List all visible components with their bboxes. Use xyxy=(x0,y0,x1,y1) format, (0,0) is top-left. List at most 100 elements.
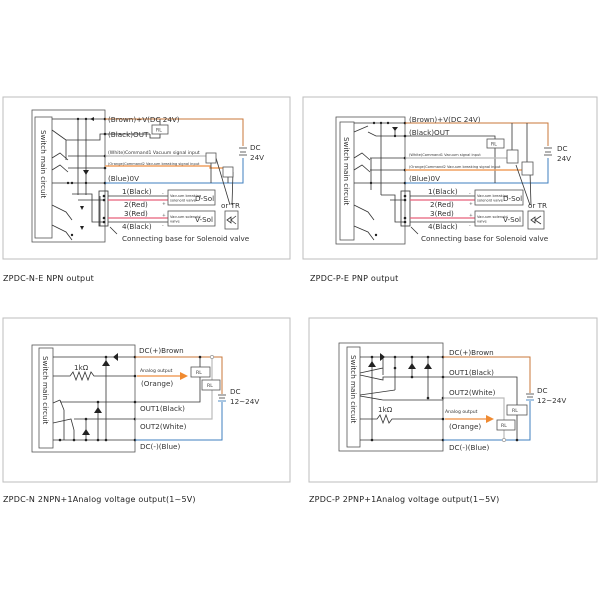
connecting-base-label: Connecting base for Solenoid valve xyxy=(122,234,250,243)
panel-caption: ZPDC-N 2NPN+1Analog voltage output(1~5V) xyxy=(3,495,196,504)
wire-label-brown: (Brown)+V(DC 24V) xyxy=(108,115,180,124)
circuit-label: Switch main circuit xyxy=(41,356,50,425)
internal-wiring xyxy=(353,121,411,241)
pin-4-label: 4(Black) xyxy=(428,222,458,231)
wire-label-white: (White)Command1 Vacuum signal input xyxy=(108,150,200,156)
supply-label: DC xyxy=(557,144,568,153)
panel-caption: ZPDC-P 2PNP+1Analog voltage output(1~5V) xyxy=(309,495,499,504)
wire-label-out1: OUT1(Black) xyxy=(140,404,185,413)
internal-wiring xyxy=(359,353,445,442)
wire-label-analog-color: (Orange) xyxy=(449,422,481,431)
panel-caption: ZPDC-P-E PNP output xyxy=(310,274,398,283)
v-sol-desc: valve xyxy=(477,220,487,224)
circuit-label: Switch main circuit xyxy=(39,130,48,199)
v-sol-name: V-Sol xyxy=(503,215,521,224)
arrow-icon xyxy=(486,415,494,423)
out1-wire xyxy=(135,357,201,403)
supply-label: DC xyxy=(230,387,241,396)
wire-label-black: (Black)OUT xyxy=(108,130,149,139)
polarity-minus: - xyxy=(162,192,164,197)
wire-label-analog: Analog output xyxy=(140,368,173,374)
brown-wire xyxy=(135,356,223,394)
resistor-label: 1kΩ xyxy=(74,363,89,372)
v-sol-desc: valve xyxy=(170,220,180,224)
brown-wire xyxy=(443,356,531,393)
panel-npn-output: Switch main circuit xyxy=(2,96,291,283)
brown-wire xyxy=(405,122,549,146)
d-sol-desc: solenoid valve xyxy=(477,199,504,203)
polarity-plus: + xyxy=(469,213,473,219)
d-sol-desc: Vacuum breaking xyxy=(170,194,201,198)
polarity-plus: + xyxy=(162,213,166,219)
resistor-label: 1kΩ xyxy=(378,405,393,414)
panel-pnp-output: Switch main circuit DC 24V RL xyxy=(302,96,598,283)
wire-label-blue: (Blue)0V xyxy=(108,174,139,183)
wire-label-black: (Black)OUT xyxy=(409,128,450,137)
relay-box xyxy=(506,404,528,416)
relay-box xyxy=(486,138,505,149)
pin-2-label: 2(Red) xyxy=(124,200,148,209)
supply-voltage: 12~24V xyxy=(537,396,566,405)
internal-wiring xyxy=(52,353,137,442)
blue-wire xyxy=(405,158,549,184)
panel-frame xyxy=(308,317,598,483)
pin-2-label: 2(Red) xyxy=(430,200,454,209)
command1-switch xyxy=(205,152,217,164)
blue-wire xyxy=(135,402,223,441)
relay-box xyxy=(201,379,221,391)
switch-main-circuit-bar xyxy=(38,347,54,449)
black-out-wire xyxy=(105,119,161,139)
battery-icon xyxy=(526,393,534,401)
relay-label: RL xyxy=(512,408,518,414)
switch-main-circuit-bar xyxy=(339,121,355,241)
v-sol-box xyxy=(167,210,216,227)
wire-label-blue: (Blue)0V xyxy=(409,174,440,183)
battery-icon xyxy=(544,147,552,156)
arrow-icon xyxy=(180,372,188,380)
relay-label: RL xyxy=(207,383,213,389)
polarity-minus: - xyxy=(162,224,164,229)
out1-wire xyxy=(443,376,518,440)
pin-3-label: 3(Red) xyxy=(124,209,148,218)
v-sol-desc: Vacuum solenoid xyxy=(170,215,201,219)
panel-frame xyxy=(302,96,598,260)
wire-label-out1: OUT1(Black) xyxy=(449,368,494,377)
panel-frame xyxy=(2,317,291,483)
relay-label: RL xyxy=(501,423,507,429)
wire-label-plus: DC(+)Brown xyxy=(139,346,184,355)
black-out-wire xyxy=(405,123,528,183)
or-tr-label: or TR xyxy=(528,201,547,210)
wire-label-plus: DC(+)Brown xyxy=(449,348,494,357)
d-sol-box xyxy=(474,189,524,206)
pin-3-label: 3(Red) xyxy=(430,209,454,218)
blue-wire xyxy=(105,158,244,184)
polarity-minus: - xyxy=(469,192,471,197)
relay-label: RL xyxy=(156,128,162,134)
blue-wire xyxy=(443,401,531,441)
v-sol-box xyxy=(474,210,524,227)
relay-label: RL xyxy=(491,142,497,148)
wire-label-white: (White)Command1 Vacuum signal input xyxy=(409,153,481,157)
polarity-plus: + xyxy=(469,201,473,207)
d-sol-desc: Vacuum breaking xyxy=(477,194,508,198)
wire-label-analog: Analog output xyxy=(445,409,478,415)
connecting-base xyxy=(98,190,109,227)
battery-icon xyxy=(239,147,247,156)
brown-wire xyxy=(105,118,244,146)
connecting-base xyxy=(400,190,411,227)
d-sol-name: D-Sol xyxy=(195,194,214,203)
wire-label-out2: OUT2(White) xyxy=(140,422,187,431)
panel-frame xyxy=(2,96,291,260)
v-sol-name: V-Sol xyxy=(195,215,213,224)
wire-label-minus: DC(-)(Blue) xyxy=(449,443,489,452)
pin-1-label: 1(Black) xyxy=(428,187,458,196)
relay-label: RL xyxy=(196,370,202,376)
orange-wire xyxy=(105,165,223,169)
d-sol-desc: solenoid valve xyxy=(170,199,197,203)
internal-wiring xyxy=(51,117,109,241)
wire-label-orange: (Orange)Command2 Vacuum breaking signal … xyxy=(108,162,200,166)
polarity-minus: - xyxy=(469,224,471,229)
or-tr-label: or TR xyxy=(221,201,240,210)
panel-2npn-analog: Switch main circuit 1kΩ RL RL xyxy=(2,317,291,504)
